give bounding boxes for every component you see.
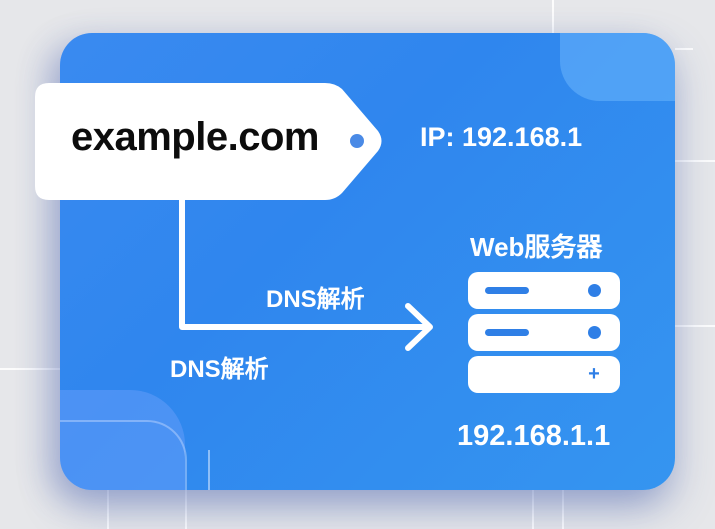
dns-resolution-label-secondary: DNS解析 <box>170 356 269 383</box>
drive-bar-icon <box>485 329 529 336</box>
bg-grid-line <box>185 490 187 529</box>
bg-grid-line <box>532 490 534 529</box>
server-unit <box>468 314 620 351</box>
domain-tag: example.com <box>35 83 385 200</box>
dns-resolution-label: DNS解析 <box>266 286 365 313</box>
corner-decoration-outline <box>60 420 187 490</box>
bg-grid-line <box>107 490 109 529</box>
status-led-icon <box>588 326 601 339</box>
status-led-icon <box>588 284 601 297</box>
bg-grid-line <box>0 368 60 370</box>
web-server-title: Web服务器 <box>470 232 603 262</box>
bg-grid-line <box>675 160 715 162</box>
bg-grid-line <box>552 0 554 33</box>
corner-decoration <box>560 33 675 101</box>
drive-bar-icon <box>485 287 529 294</box>
bg-grid-line <box>675 325 715 327</box>
bg-grid-line <box>562 490 564 529</box>
server-unit: + <box>468 356 620 393</box>
plus-icon: + <box>588 363 600 385</box>
server-ip-address: 192.168.1.1 <box>457 420 611 452</box>
decorative-line <box>208 450 210 490</box>
ip-address-label: IP: 192.168.1 <box>420 122 583 152</box>
server-unit <box>468 272 620 309</box>
tag-shape-icon <box>35 83 382 200</box>
bg-grid-line <box>675 48 693 50</box>
domain-name: example.com <box>71 115 319 159</box>
